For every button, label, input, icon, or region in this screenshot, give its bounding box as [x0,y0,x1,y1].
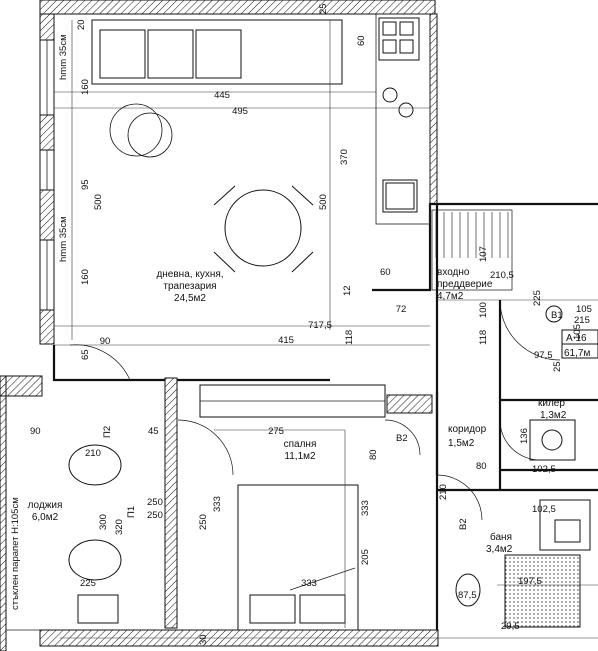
room-name-loggia: лоджия [28,500,63,511]
dim-label: 72 [396,304,407,315]
dim-label: 500 [93,194,104,210]
dim-label: 197,5 [518,576,542,587]
kitchen-counter [378,17,420,213]
coffee-table [109,103,173,158]
loggia-chairs [68,444,122,624]
room-name-storage: килер [538,398,565,409]
dim-label: 250 [147,497,163,508]
dim-label: 12 [342,285,353,296]
room-name-entry: входно [437,267,470,278]
hmm-note-top: hmm 35см [58,34,69,80]
dim-label: 210 [438,484,449,500]
dim-label: 495 [232,106,248,117]
wardrobe [199,384,386,418]
dim-label: 210,5 [490,270,514,281]
dim-label: 45 [148,426,159,437]
dim-label: 333 [360,500,371,516]
dim-label: 102,5 [532,504,556,515]
room-area-storage: 1,3м2 [540,410,567,421]
dim-label: 370 [339,149,350,165]
dim-label: 275 [268,426,284,437]
dim-label: 225 [532,290,543,306]
unit-label: А 16 [566,333,587,344]
parapet-note: стъклен парапет H:105см [10,497,21,610]
dim-label: 250 [198,514,209,530]
dim-label: 500 [318,194,329,210]
hmm-note-bottom: hmm 35см [58,216,69,262]
dim-label: 80 [476,461,487,472]
unit-area: 61,7м [564,348,590,359]
dim-label: 300 [98,514,109,530]
dim-label: 25 [318,3,329,14]
dim-label: 160 [80,79,91,95]
dim-label: 95 [80,179,91,190]
dim-label: 80 [368,449,379,460]
dim-label: 65 [80,349,91,360]
room-name-corridor: коридор [448,424,487,435]
dim-label: 97,5 [534,350,553,361]
door-swings [69,299,561,521]
dim-label: 87,5 [458,590,477,601]
dim-label: 105 [572,324,583,340]
dim-label: 225 [80,578,96,589]
tag-b2a: В2 [396,433,408,444]
dim-label: 29,5 [501,621,520,632]
dim-label: 333 [212,496,223,512]
room-name-bedroom: спалня [284,439,317,450]
dim-label: 160 [80,269,91,285]
dim-label: 90 [100,336,111,347]
dim-label: 60 [356,35,367,46]
tag-p1: П1 [126,506,137,518]
room-name-entry-2: преддверие [437,279,493,290]
bed [237,484,359,631]
dim-label: 250 [147,510,163,521]
room-name-bath: баня [490,531,512,543]
dim-label: 333 [301,578,317,589]
dim-label: 100 [478,302,489,318]
dim-label: 118 [344,330,355,345]
dim-label: 415 [278,335,294,346]
room-area-loggia: 6,0м2 [32,512,59,523]
unit-label-box [545,305,598,359]
room-area-corridor: 1,5м2 [448,438,475,449]
dim-label: 445 [214,90,230,101]
bathroom-fixtures [455,419,591,628]
room-area-living: 24,5м2 [174,293,206,304]
dim-label: 320 [114,519,125,535]
room-name-living-2: трапезария [163,281,216,292]
tag-b2b: В2 [458,518,469,530]
dim-label: 215 [574,315,590,326]
tag-p2: П2 [102,426,113,438]
dim-label: 107 [478,246,489,262]
dim-label: 25 [552,361,563,372]
dim-label: 102,5 [532,464,556,475]
sofa [91,19,343,85]
entry-stairs [431,209,513,291]
room-area-bedroom: 11,1м2 [284,451,316,462]
dim-label: 118 [478,330,489,345]
dim-label: 60 [380,267,391,278]
dim-label: 30 [198,634,209,645]
dim-label: 90 [30,426,41,437]
tag-b1: В1 [551,310,563,321]
dining-table [213,185,314,273]
dimension-lines [54,20,598,639]
dim-label: 205 [360,549,371,565]
dim-label: 20 [76,19,87,30]
dim-label: 136 [519,428,530,444]
dim-label: 105 [576,304,592,315]
windows [39,39,55,311]
room-area-bath: 3,4м2 [486,544,513,555]
room-area-entry: 4,7м2 [437,291,464,302]
interior-walls [6,13,598,631]
dim-label: 210 [85,448,101,459]
room-name-living: дневна, кухня, [156,269,223,280]
dim-label: 717,5 [308,320,332,331]
